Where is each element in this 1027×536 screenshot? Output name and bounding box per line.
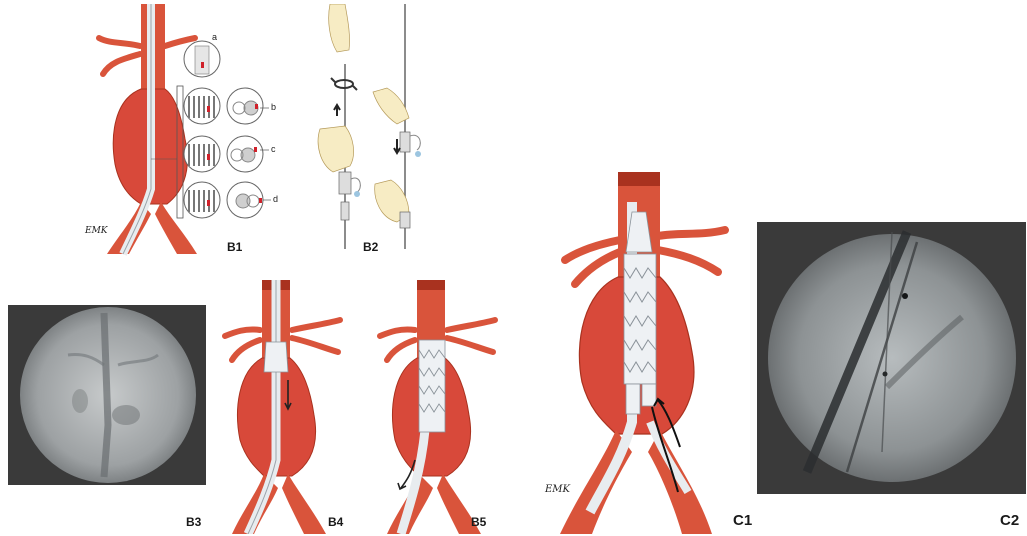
panel-label-c1: C1 xyxy=(733,512,752,529)
arrow-down-icon xyxy=(394,139,400,153)
panel-b5: B5 xyxy=(365,280,505,534)
b5-aorta-diagram xyxy=(365,280,505,534)
panel-label-b2: B2 xyxy=(363,240,378,254)
callout-d: d xyxy=(273,194,278,204)
panel-c1: EMK C1 xyxy=(540,172,755,534)
b4-aorta-diagram xyxy=(220,280,360,534)
panel-c2-fluoroscopy xyxy=(757,222,1026,494)
b3-xray-image xyxy=(8,305,206,485)
panel-label-c2: C2 xyxy=(1000,512,1019,529)
panel-label-b4: B4 xyxy=(328,515,343,529)
rotate-icon xyxy=(335,80,353,88)
callout-b: b xyxy=(271,102,276,112)
panel-b2: B2 xyxy=(305,4,440,256)
panel-b4: B4 xyxy=(220,280,360,534)
panel-label-b3: B3 xyxy=(186,515,201,529)
panel-label-b5: B5 xyxy=(471,515,486,529)
c2-xray-image xyxy=(757,222,1026,494)
hand-icon xyxy=(329,4,350,52)
callout-c: c xyxy=(271,144,276,154)
b1-aorta-diagram xyxy=(85,4,285,256)
artist-signature: EMK xyxy=(85,226,108,236)
panel-b3-fluoroscopy xyxy=(8,305,206,485)
artist-signature-c1: EMK xyxy=(545,484,570,495)
c1-aorta-diagram xyxy=(540,172,755,534)
panel-label-b1: B1 xyxy=(227,240,242,254)
hand-icon xyxy=(318,126,354,172)
callout-a: a xyxy=(212,32,217,42)
hand-icon xyxy=(373,88,409,124)
b2-handle-diagram xyxy=(305,4,440,256)
arrow-up-icon xyxy=(334,105,340,116)
panel-b1: a b c d EMK B1 xyxy=(85,4,285,256)
